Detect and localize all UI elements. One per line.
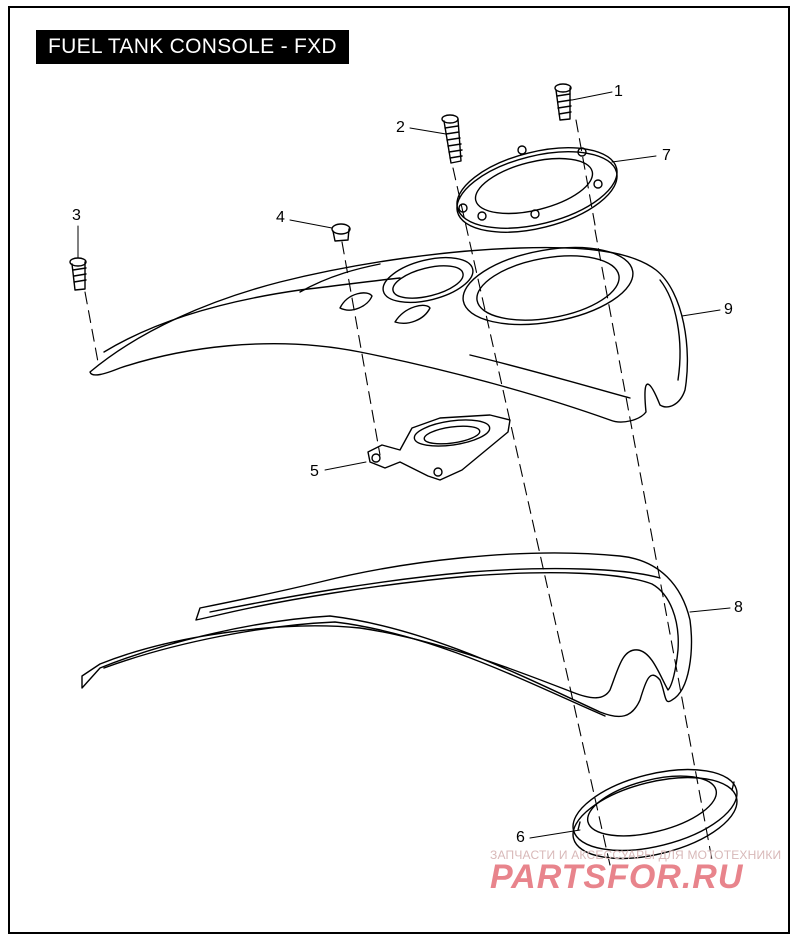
part-1-screw bbox=[554, 83, 572, 121]
callout-leaders bbox=[77, 91, 731, 839]
part-9-console-housing bbox=[89, 246, 689, 423]
watermark-logo: PARTSFOR.RU bbox=[490, 858, 744, 896]
callout-9: 9 bbox=[724, 301, 733, 318]
part-7-gauge-bezel bbox=[456, 145, 618, 233]
callout-1: 1 bbox=[614, 83, 623, 100]
callout-6: 6 bbox=[516, 829, 525, 846]
part-4-screw bbox=[331, 223, 351, 242]
callout-2: 2 bbox=[396, 119, 405, 136]
part-5-bracket bbox=[367, 414, 511, 481]
part-2-screw bbox=[441, 114, 463, 164]
part-6-mounting-ring bbox=[572, 768, 738, 860]
diagram-frame bbox=[8, 6, 790, 934]
callout-5: 5 bbox=[310, 463, 319, 480]
diagram-title: FUEL TANK CONSOLE - FXD bbox=[36, 30, 349, 64]
assembly-lines bbox=[84, 119, 713, 866]
callout-8: 8 bbox=[734, 599, 743, 616]
callout-7: 7 bbox=[662, 147, 671, 164]
callout-3: 3 bbox=[72, 207, 81, 224]
part-3-screw bbox=[69, 257, 87, 291]
callout-4: 4 bbox=[276, 209, 285, 226]
part-8-trim-strip bbox=[81, 552, 693, 718]
watermark-tagline: ЗАПЧАСТИ И АКСЕССУАРЫ ДЛЯ МОТОТЕХНИКИ bbox=[490, 848, 782, 862]
